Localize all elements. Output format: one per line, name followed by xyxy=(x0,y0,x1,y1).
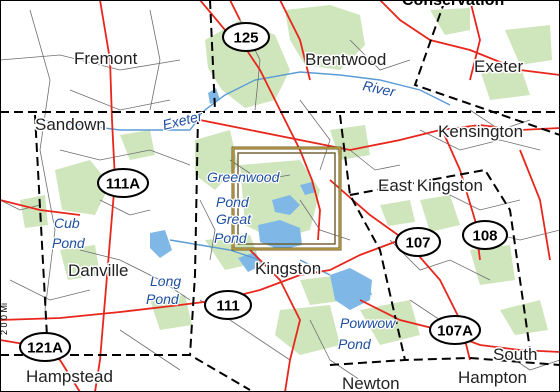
route-shield-111[interactable]: 111 xyxy=(204,290,252,320)
route-shield-107[interactable]: 107 xyxy=(395,227,441,257)
town-label-exeter: Exeter xyxy=(474,57,523,76)
water-label-long-1: Long xyxy=(150,273,181,289)
town-label-brentwood: Brentwood xyxy=(305,50,386,69)
town-label-sandown: Sandown xyxy=(35,115,106,134)
water-label-greenwood-2: Pond xyxy=(216,194,250,210)
town-label-kensington: Kensington xyxy=(438,122,523,141)
water-label-cub-2: Pond xyxy=(52,235,86,251)
svg-text:107: 107 xyxy=(405,235,430,252)
great-pond xyxy=(258,220,302,250)
water-label-great-1: Great xyxy=(216,211,252,227)
left-scale-text: 2 0 0 Mi xyxy=(0,303,9,335)
town-label-south-hampton-line1: South xyxy=(493,345,537,364)
rivers xyxy=(39,71,451,276)
route-111a-road xyxy=(94,0,116,392)
water-label-powwow-1: Powwow xyxy=(340,315,396,331)
town-label-east-kingston: East Kingston xyxy=(378,176,483,195)
route-shield-111a[interactable]: 111A xyxy=(97,168,149,198)
water-label-greenwood-1: Greenwood xyxy=(207,169,281,185)
boundary-brentwood-east xyxy=(413,0,560,136)
svg-text:2 0 0 Mi: 2 0 0 Mi xyxy=(0,303,9,335)
water-label-great-2: Pond xyxy=(214,230,248,246)
water-label-cub-1: Cub xyxy=(54,215,80,231)
boundary-newton xyxy=(329,356,560,366)
minor-roads xyxy=(0,9,560,381)
boundary-east-kingston xyxy=(349,168,531,351)
route-shield-108[interactable]: 108 xyxy=(462,220,508,250)
water-bodies xyxy=(150,88,372,310)
town-label-newton: Newton xyxy=(342,374,400,392)
town-label-hampstead: Hampstead xyxy=(26,367,113,386)
svg-text:Conservation: Conservation xyxy=(402,0,504,9)
long-pond xyxy=(150,230,172,258)
svg-text:125: 125 xyxy=(233,30,258,47)
svg-text:108: 108 xyxy=(472,228,497,245)
town-label-kingston: Kingston xyxy=(255,259,321,278)
water-label-long-2: Pond xyxy=(146,291,180,307)
route-shield-125[interactable]: 125 xyxy=(222,22,270,52)
powwow-pond xyxy=(330,268,372,310)
town-label-south-hampton-line2: Hampton xyxy=(458,368,527,387)
town-label-fremont: Fremont xyxy=(74,49,138,68)
boundary-north xyxy=(209,0,216,111)
svg-text:121A: 121A xyxy=(27,340,63,357)
svg-text:111: 111 xyxy=(216,298,239,315)
top-partial-label: Conservation xyxy=(395,0,560,9)
route-shield-107a[interactable]: 107A xyxy=(429,315,481,345)
town-label-danville: Danville xyxy=(68,261,128,280)
route-shield-121a[interactable]: 121A xyxy=(19,332,71,362)
svg-text:107A: 107A xyxy=(437,323,473,340)
boundary-west-1 xyxy=(34,114,49,356)
water-label-powwow-2: Pond xyxy=(338,336,372,352)
boundary-danville-kingston xyxy=(189,114,199,356)
boundary-kingston-east xyxy=(339,114,406,361)
town-labels: Fremont Brentwood Exeter Sandown Kensing… xyxy=(25,48,539,392)
svg-text:111A: 111A xyxy=(106,176,140,193)
greenwood-pond xyxy=(272,195,300,215)
inset-quad-box[interactable] xyxy=(231,146,342,251)
